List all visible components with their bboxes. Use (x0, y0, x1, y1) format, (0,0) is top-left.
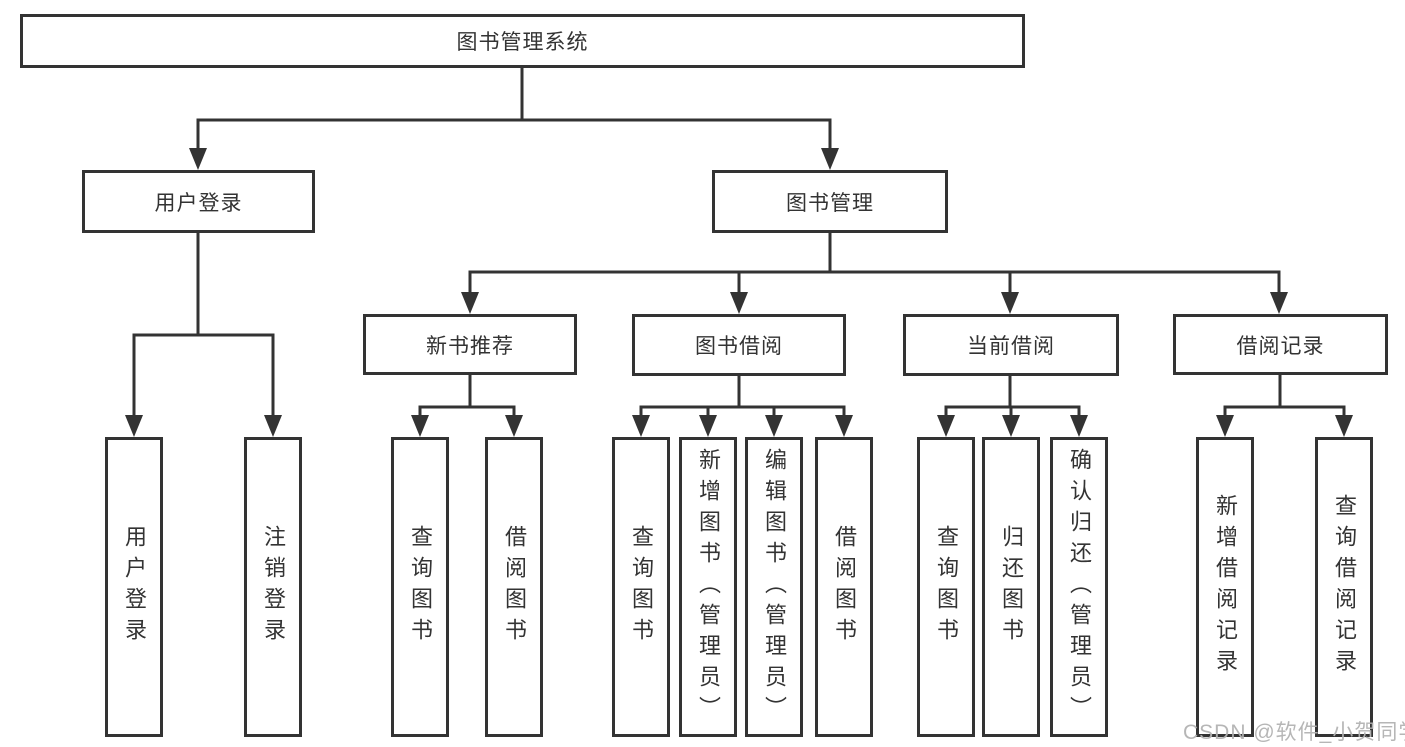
node-book-management-label: 图书管理 (786, 191, 874, 215)
leaf-add-books-admin: 新增图书（管理员） (679, 437, 737, 737)
leaf-borrow-books-borrow-label: 借阅图书 (832, 525, 857, 649)
node-book-borrow-label: 图书借阅 (695, 335, 783, 358)
leaf-add-books-admin-label: 新增图书（管理员） (696, 447, 721, 727)
leaf-query-books-newrec-label: 查询图书 (408, 525, 433, 649)
leaf-query-books-current-label: 查询图书 (934, 525, 959, 649)
node-book-management: 图书管理 (712, 170, 948, 233)
node-new-book-recommend: 新书推荐 (363, 314, 577, 375)
leaf-return-books-label: 归还图书 (999, 525, 1024, 649)
leaf-edit-books-admin-label: 编辑图书（管理员） (762, 447, 787, 727)
leaf-borrow-books-newrec: 借阅图书 (485, 437, 543, 737)
leaf-query-books-borrow: 查询图书 (612, 437, 670, 737)
leaf-borrow-books-borrow: 借阅图书 (815, 437, 873, 737)
leaf-logout-login-label: 注销登录 (261, 525, 286, 649)
leaf-user-login: 用户登录 (105, 437, 163, 737)
leaf-edit-books-admin: 编辑图书（管理员） (745, 437, 803, 737)
leaf-query-borrow-record-label: 查询借阅记录 (1332, 494, 1357, 680)
node-user-login: 用户登录 (82, 170, 315, 233)
node-user-login-label: 用户登录 (154, 191, 243, 215)
node-new-book-recommend-label: 新书推荐 (426, 334, 514, 358)
leaf-query-borrow-record: 查询借阅记录 (1315, 437, 1373, 737)
leaf-query-books-current: 查询图书 (917, 437, 975, 737)
node-book-borrow: 图书借阅 (632, 314, 846, 376)
node-current-borrow: 当前借阅 (903, 314, 1119, 376)
leaf-confirm-return-admin: 确认归还（管理员） (1050, 437, 1108, 737)
leaf-user-login-label: 用户登录 (122, 525, 147, 649)
leaf-query-books-newrec: 查询图书 (391, 437, 449, 737)
leaf-add-borrow-record: 新增借阅记录 (1196, 437, 1254, 737)
node-root-label: 图书管理系统 (456, 31, 589, 54)
leaf-add-borrow-record-label: 新增借阅记录 (1213, 494, 1238, 680)
leaf-query-books-borrow-label: 查询图书 (629, 525, 654, 649)
watermark: CSDN @软件_小贺同学 (1183, 721, 1405, 744)
node-current-borrow-label: 当前借阅 (967, 335, 1055, 358)
node-borrow-records: 借阅记录 (1173, 314, 1388, 375)
leaf-borrow-books-newrec-label: 借阅图书 (502, 525, 527, 649)
leaf-logout-login: 注销登录 (244, 437, 302, 737)
leaf-return-books: 归还图书 (982, 437, 1040, 737)
node-borrow-records-label: 借阅记录 (1236, 334, 1325, 358)
node-root: 图书管理系统 (20, 14, 1025, 68)
leaf-confirm-return-admin-label: 确认归还（管理员） (1067, 447, 1092, 727)
